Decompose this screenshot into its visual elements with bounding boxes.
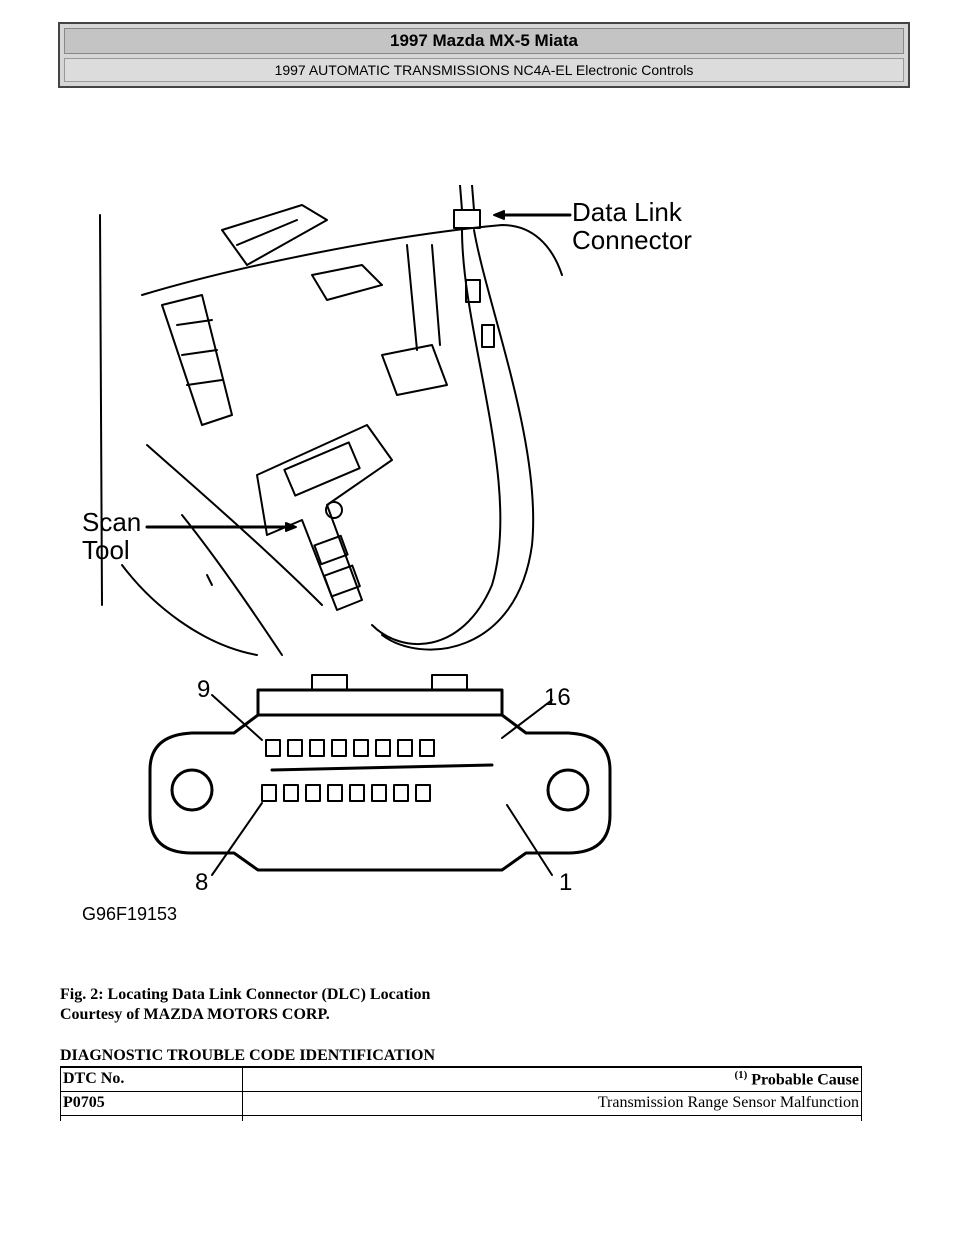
section-title: DIAGNOSTIC TROUBLE CODE IDENTIFICATION	[60, 1047, 436, 1064]
dlc-label: Connector	[572, 225, 692, 255]
scan-tool-knob	[325, 501, 343, 519]
page-header: 1997 Mazda MX-5 Miata 1997 AUTOMATIC TRA…	[58, 22, 910, 88]
figure-id: G96F19153	[82, 904, 177, 924]
pedal-lower	[381, 344, 448, 396]
cause-header-label: Probable Cause	[747, 1071, 859, 1089]
cable-1	[371, 229, 502, 645]
scan-tool-label: Scan	[82, 507, 141, 537]
dtc-code: P0705	[60, 1090, 243, 1116]
pin-label-8: 8	[195, 869, 208, 896]
lower-edge	[121, 564, 258, 656]
cable-2	[381, 229, 535, 651]
manual-title: 1997 Mazda MX-5 Miata	[64, 28, 904, 54]
dtc-column-header: DTC No.	[60, 1066, 243, 1092]
pin-label-9: 9	[197, 676, 210, 703]
dlc-label: Data Link	[572, 197, 683, 227]
pin-label-16: 16	[544, 684, 571, 711]
dtc-table-header: DTC No. (1) Probable Cause	[60, 1066, 862, 1092]
dlc-pinout-diagram	[148, 674, 612, 876]
dtc-table: DTC No. (1) Probable Cause P0705 Transmi…	[60, 1066, 862, 1121]
scan-tool-display	[283, 441, 361, 497]
cause-column-header: (1) Probable Cause	[242, 1066, 862, 1092]
scan-tool-label: Tool	[82, 535, 130, 565]
figure-caption: Fig. 2: Locating Data Link Connector (DL…	[60, 986, 431, 1003]
dashboard-outline	[99, 214, 103, 606]
dashboard-edge	[141, 224, 563, 296]
manual-subtitle: 1997 AUTOMATIC TRANSMISSIONS NC4A-EL Ele…	[64, 58, 904, 82]
pin-label-1: 1	[559, 869, 572, 896]
dlc-location-figure: Data Link Connector Scan Tool 9 16 8 1 G…	[82, 185, 692, 924]
pedal-upper	[311, 264, 383, 301]
footnote-marker: (1)	[734, 1069, 748, 1082]
table-row: P0705 Transmission Range Sensor Malfunct…	[60, 1090, 862, 1116]
vent	[221, 204, 328, 266]
scan-tool	[256, 424, 393, 611]
dtc-cause: Transmission Range Sensor Malfunction	[242, 1090, 862, 1116]
table-row	[60, 1114, 862, 1121]
data-link-connector	[453, 209, 481, 229]
figure-credit: Courtesy of MAZDA MOTORS CORP.	[60, 1006, 330, 1023]
